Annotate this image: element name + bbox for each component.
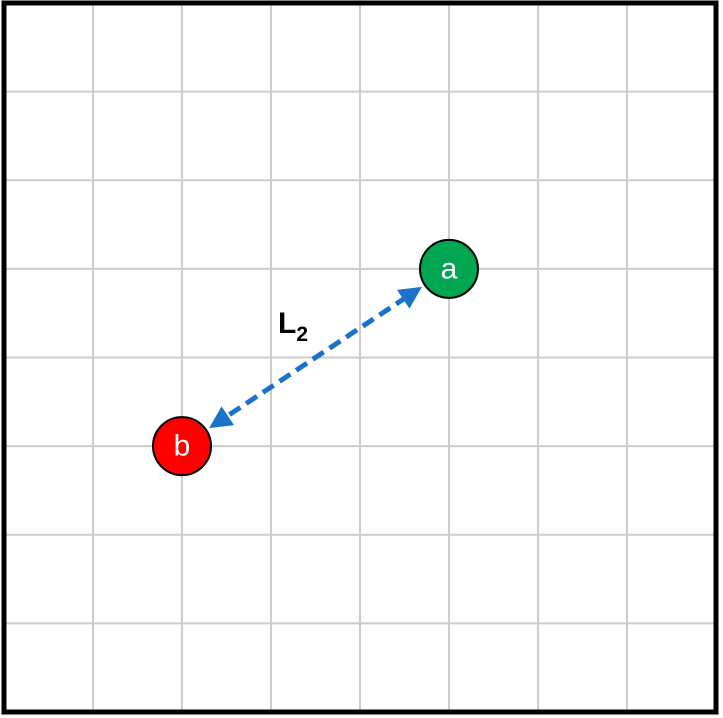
point-b-circle bbox=[152, 416, 212, 477]
l2-distance-letter: L bbox=[278, 307, 296, 340]
point-a: a bbox=[419, 238, 479, 299]
l2-distance-subscript: 2 bbox=[296, 323, 308, 346]
point-a-label: a bbox=[441, 252, 458, 285]
point-b: b bbox=[152, 416, 212, 477]
point-b-label: b bbox=[174, 430, 191, 463]
l2-distance-arrow bbox=[209, 286, 422, 429]
l2-distance-label: L2 bbox=[278, 307, 308, 346]
point-a-circle bbox=[419, 238, 479, 299]
grid-lines bbox=[4, 3, 716, 712]
